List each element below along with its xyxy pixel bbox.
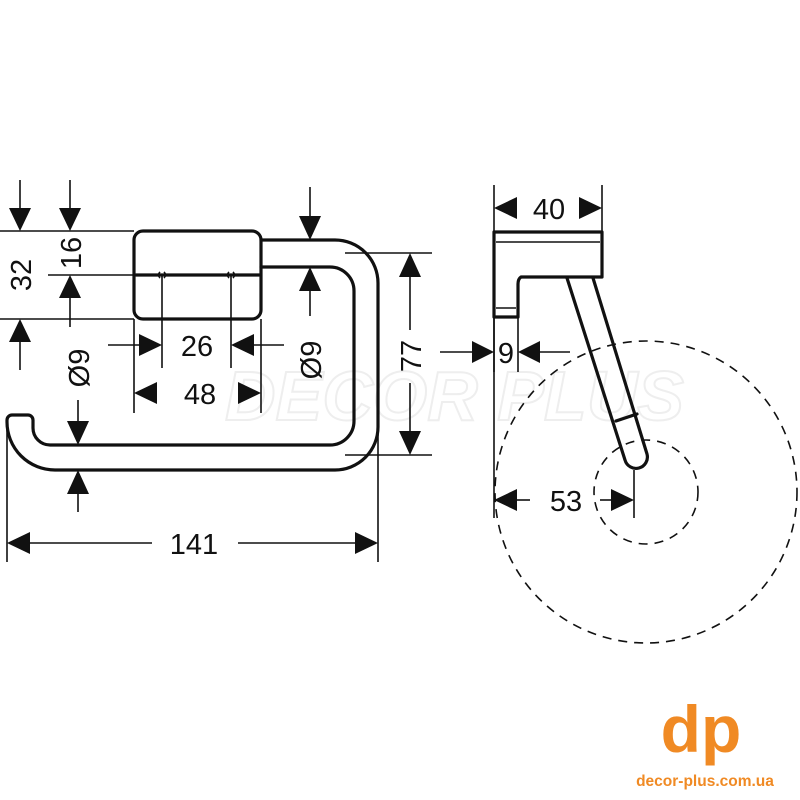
screw-holes: [157, 271, 236, 279]
paper-holder-arm: [5, 238, 380, 472]
label-16: 16: [56, 237, 88, 269]
side-view: 40 9 53: [440, 185, 798, 644]
label-dia-right: Ø9: [296, 341, 328, 380]
side-mount-block: [492, 230, 604, 319]
front-view: 32 16 Ø9 26: [0, 180, 432, 562]
paper-roll-core: [593, 439, 699, 545]
dimension-26: 26: [108, 275, 284, 368]
label-32: 32: [6, 259, 38, 291]
logo-mark: dp: [661, 692, 742, 766]
label-48: 48: [184, 379, 216, 411]
dimension-77: 77: [345, 252, 432, 456]
dimension-32: 32: [0, 180, 134, 370]
paper-roll-outer: [494, 340, 798, 644]
dimension-40: 40: [493, 185, 603, 232]
label-53: 53: [550, 486, 582, 518]
watermark: DECOR PLUS: [225, 357, 684, 435]
side-arm: [565, 276, 649, 470]
logo-url: decor-plus.com.ua: [636, 773, 774, 790]
arm-band: [614, 412, 639, 423]
dimension-141: 141: [6, 425, 379, 562]
label-141: 141: [170, 529, 218, 561]
label-26: 26: [181, 331, 213, 363]
label-9: 9: [498, 338, 514, 370]
dimension-dia-left: Ø9: [64, 349, 96, 512]
brand-logo: dp decor-plus.com.ua: [636, 692, 774, 790]
dimension-dia-right: Ø9: [296, 187, 328, 379]
dimension-48: 48: [133, 319, 262, 413]
label-dia-left: Ø9: [64, 349, 96, 388]
label-77: 77: [396, 340, 428, 372]
dimension-53: 53: [493, 317, 635, 518]
dimension-16: 16: [48, 180, 134, 327]
label-40: 40: [533, 194, 565, 226]
